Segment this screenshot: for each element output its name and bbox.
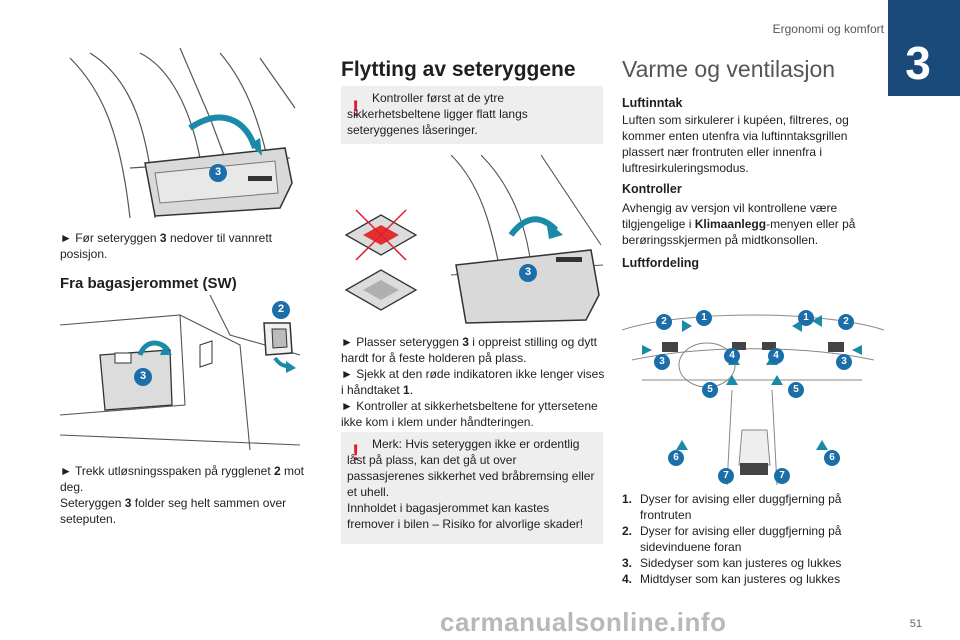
callout-3: 3 <box>524 266 532 278</box>
chapter-tab <box>888 0 960 96</box>
watermark: carmanualsonline.info <box>440 607 727 637</box>
label-3: 3 <box>654 354 670 370</box>
chapter-number: 3 <box>905 37 931 89</box>
callout-2: 2 <box>277 303 285 315</box>
caption-fold: ► Før seteryggen 3 nedover til vannrett … <box>60 231 273 261</box>
warning-box-2: ! Merk: Hvis seteryggen ikke er ordentli… <box>341 432 603 544</box>
label-7: 7 <box>718 468 734 484</box>
callout-3: 3 <box>139 370 147 382</box>
label-1: 1 <box>798 310 814 326</box>
list-item: 3.Sidedyser som kan justeres og lukkes <box>622 556 842 570</box>
subheading-kontroller: Kontroller <box>622 182 682 196</box>
list-item: 4.Midtdyser som kan justeres og lukkes <box>622 572 841 586</box>
figure-trunk-lever: 2 3 <box>59 294 301 455</box>
label-7: 7 <box>774 468 790 484</box>
callout-3: 3 <box>214 166 222 178</box>
label-5: 5 <box>788 382 804 398</box>
figure-seatback-raise: 3 <box>341 154 604 325</box>
subheading-luftfordeling: Luftfordeling <box>622 256 700 270</box>
subheading-luftinntak: Luftinntak <box>622 96 683 110</box>
label-6: 6 <box>668 450 684 466</box>
warning-box-1: ! Kontroller først at de ytre sikkerhets… <box>341 86 603 144</box>
list-item: 1.Dyser for avising eller duggfjerning p… <box>622 492 842 522</box>
label-4: 4 <box>724 348 740 364</box>
label-1: 1 <box>696 310 712 326</box>
vent-label: 2 1 1 2 3 4 4 3 5 5 6 6 7 7 <box>622 290 884 485</box>
para-luftinntak: Luften som sirkulerer i kupéen, filtrere… <box>622 113 849 175</box>
label-2: 2 <box>838 314 854 330</box>
list-item: 2.Dyser for avising eller duggfjerning p… <box>622 524 842 554</box>
heading-bagasjerommet: Fra bagasjerommet (SW) <box>60 275 237 292</box>
heading-varme: Varme og ventilasjon <box>622 56 836 82</box>
diagram-air-distribution: 2 1 1 2 3 4 4 3 5 5 6 6 7 7 <box>621 290 885 486</box>
para-kontroller: Avhengig av versjon vil kontrollene være… <box>622 201 856 247</box>
label-3: 3 <box>836 354 852 370</box>
label-2: 2 <box>656 314 672 330</box>
label-5: 5 <box>702 382 718 398</box>
page-number: 51 <box>909 618 922 630</box>
heading-flytting: Flytting av seteryggene <box>341 58 576 81</box>
caption-trunk: ► Trekk utløsningsspaken på rygglenet 2 … <box>60 464 305 526</box>
vent-legend: 1.Dyser for avising eller duggfjerning p… <box>622 491 884 587</box>
steps: ► Plasser seteryggen 3 i oppreist stilli… <box>341 335 605 429</box>
label-4: 4 <box>768 348 784 364</box>
warning-text-1: Kontroller først at de ytre sikkerhetsbe… <box>347 91 528 137</box>
warning-icon: ! <box>352 440 360 465</box>
section-title: Ergonomi og komfort <box>772 22 884 36</box>
label-6: 6 <box>824 450 840 466</box>
warning-text-2: Merk: Hvis seteryggen ikke er ordentlig … <box>347 437 595 531</box>
warning-icon: ! <box>352 96 360 121</box>
figure-seatback-fold: 3 <box>60 47 300 220</box>
